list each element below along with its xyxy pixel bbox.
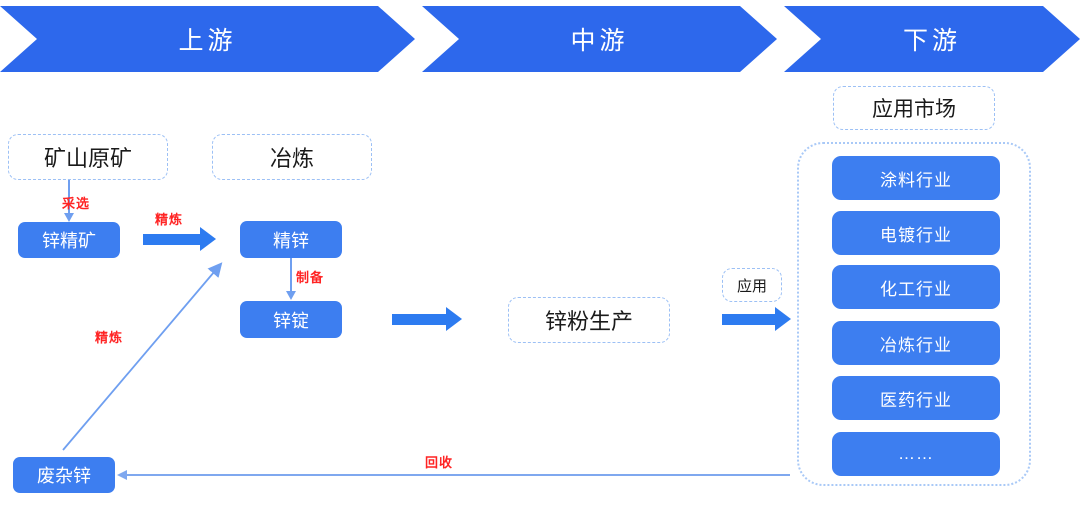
- edge-label-refining-top: 精炼: [155, 212, 184, 227]
- industry-item-pharmaceutical-label: 医药行业: [880, 390, 952, 410]
- node-zinc-ingot: 锌锭: [240, 301, 342, 338]
- node-application: 应用: [722, 268, 782, 302]
- connector-scrap-to-refined: [62, 262, 223, 451]
- industry-item-pharmaceutical: 医药行业: [832, 376, 1000, 420]
- edge-label-preparation: 制备: [296, 270, 325, 285]
- industry-item-electroplating: 电镀行业: [832, 211, 1000, 255]
- stage-downstream-label: 下游: [902, 27, 961, 55]
- industry-item-coatings-label: 涂料行业: [880, 170, 952, 190]
- node-application-market-label: 应用市场: [872, 98, 956, 121]
- node-application-market: 应用市场: [833, 86, 995, 130]
- industry-item-others-label: ……: [898, 444, 934, 463]
- node-zinc-ingot-label: 锌锭: [273, 310, 309, 331]
- edge-label-recycling: 回收: [425, 455, 454, 470]
- industry-item-smelting-label: 冶炼行业: [880, 335, 952, 355]
- connector-refined-to-ingot: [286, 258, 295, 300]
- node-scrap-zinc-label: 废杂锌: [37, 466, 91, 486]
- node-zinc-concentrate: 锌精矿: [18, 222, 120, 258]
- connector-recycling: [117, 470, 790, 479]
- stage-midstream-label: 中游: [570, 27, 629, 55]
- connector-mine-to-concentrate: [64, 180, 73, 222]
- node-mine: 矿山原矿: [8, 134, 168, 180]
- edge-label-refining-bottom: 精炼: [95, 330, 124, 345]
- connector-powder-to-market: [722, 307, 791, 331]
- stage-downstream: 下游: [784, 6, 1080, 72]
- industry-item-chemical-label: 化工行业: [880, 279, 952, 299]
- node-mine-label: 矿山原矿: [43, 146, 132, 171]
- edge-label-mining-selection: 采选: [62, 196, 91, 211]
- connector-ingot-to-powder: [392, 307, 462, 331]
- node-zinc-powder-production: 锌粉生产: [508, 297, 670, 343]
- stage-banner: 上游 中游 下游: [0, 6, 1080, 72]
- node-smelting: 冶炼: [212, 134, 372, 180]
- node-zinc-concentrate-label: 锌精矿: [42, 231, 96, 251]
- node-application-label: 应用: [736, 277, 767, 295]
- stage-upstream: 上游: [0, 6, 415, 72]
- stage-upstream-label: 上游: [178, 27, 237, 55]
- connector-concentrate-to-refined: [143, 227, 216, 251]
- node-zinc-powder-production-label: 锌粉生产: [544, 309, 633, 334]
- node-smelting-label: 冶炼: [269, 146, 314, 171]
- industry-item-coatings: 涂料行业: [832, 156, 1000, 200]
- industry-item-chemical: 化工行业: [832, 265, 1000, 309]
- node-refined-zinc-label: 精锌: [273, 230, 309, 251]
- node-refined-zinc: 精锌: [240, 221, 342, 258]
- node-scrap-zinc: 废杂锌: [13, 457, 115, 493]
- industry-item-smelting: 冶炼行业: [832, 321, 1000, 365]
- industry-item-others: ……: [832, 432, 1000, 476]
- industry-item-electroplating-label: 电镀行业: [880, 225, 952, 245]
- stage-midstream: 中游: [422, 6, 777, 72]
